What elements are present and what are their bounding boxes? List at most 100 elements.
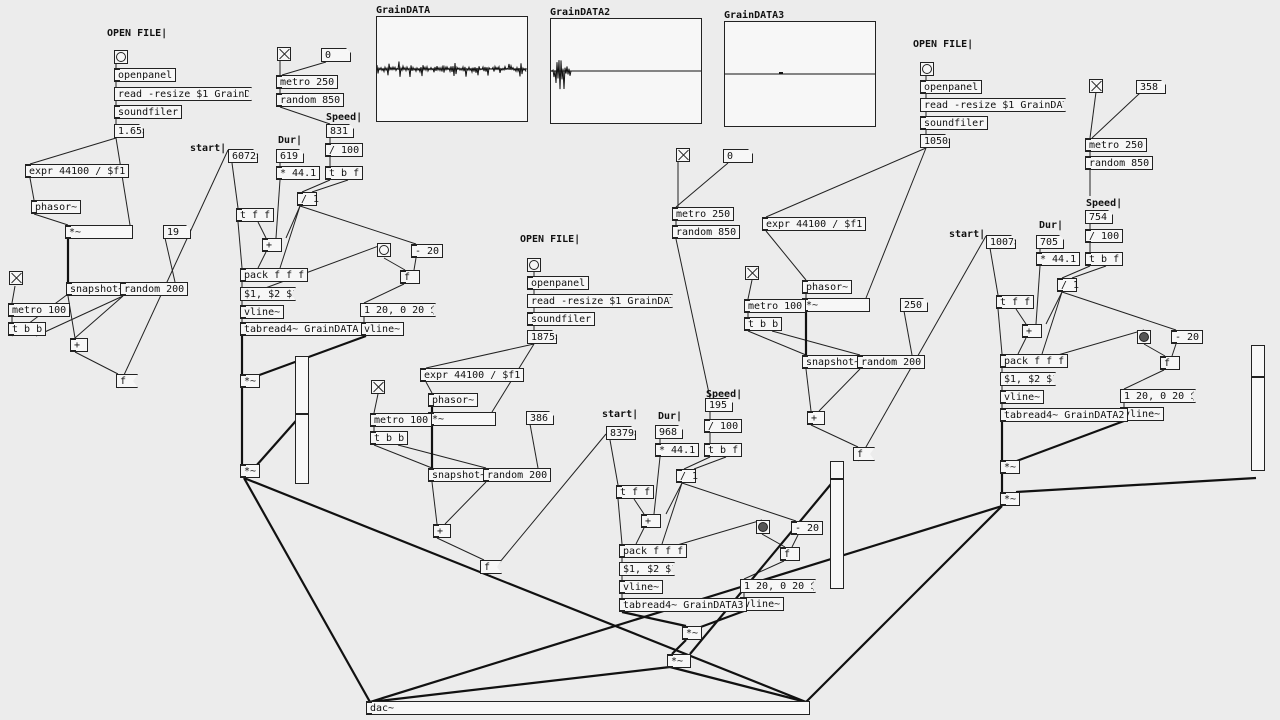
open-file-bang[interactable] [527, 258, 541, 272]
number-box[interactable]: 358 [1136, 80, 1166, 94]
random-object[interactable]: random 850 [672, 225, 741, 239]
bang[interactable] [1137, 330, 1151, 344]
number-box[interactable]: 1.65> [114, 124, 144, 138]
number-box[interactable]: 754 [1085, 210, 1113, 224]
expr-object[interactable]: expr 44100 / $f1 [762, 217, 867, 231]
read-message[interactable]: read -resize $1 GrainDATA( [114, 87, 252, 101]
expr-object[interactable]: expr 44100 / $f1 [25, 164, 130, 178]
envelope-message[interactable]: 1 20, 0 20 $1( [1120, 389, 1196, 403]
snapshot-object[interactable]: snapshot~ [428, 468, 491, 482]
number-box[interactable]: 831 [326, 124, 354, 138]
number-box[interactable]: 0 [321, 48, 351, 62]
plus-object[interactable]: + [641, 514, 661, 528]
pack-object[interactable]: pack f f f [240, 268, 309, 282]
trigger-object[interactable]: t b f [325, 166, 364, 180]
minus-object[interactable]: - 20 [411, 244, 444, 258]
vline-object[interactable]: vline~ [240, 305, 285, 319]
openpanel-object[interactable]: openpanel [527, 276, 590, 290]
number-box[interactable]: 195 [705, 398, 733, 412]
bang[interactable] [756, 520, 770, 534]
number-box[interactable]: 19 [163, 225, 191, 239]
phasor-object[interactable]: phasor~ [802, 280, 853, 294]
multiply-object[interactable]: * 44.1 [276, 166, 321, 180]
number-box[interactable]: 705 [1036, 235, 1064, 249]
volume-slider[interactable] [1251, 345, 1265, 471]
expr-object[interactable]: expr 44100 / $f1 [420, 368, 525, 382]
vline-message[interactable]: $1, $2 $3( [619, 562, 675, 576]
metro-object[interactable]: metro 100 [744, 299, 807, 313]
toggle[interactable] [371, 380, 385, 394]
phasor-object[interactable]: phasor~ [428, 393, 479, 407]
minus-object[interactable]: - 20 [791, 521, 824, 535]
snapshot-object[interactable]: snapshot~ [66, 282, 129, 296]
trigger-object[interactable]: t b f [1085, 252, 1124, 266]
multiply-signal-object[interactable]: *~ [65, 225, 133, 239]
toggle[interactable] [1089, 79, 1103, 93]
multiply-object[interactable]: * 44.1 [655, 443, 700, 457]
float-object[interactable]: f [780, 547, 800, 561]
number-box[interactable]: 619 [276, 149, 304, 163]
open-file-bang[interactable] [920, 62, 934, 76]
multiply-object[interactable]: * 44.1 [1036, 252, 1081, 266]
toggle[interactable] [277, 47, 291, 61]
multiply-signal-object[interactable]: *~ [1000, 492, 1020, 506]
plus-object[interactable]: + [433, 524, 451, 538]
dollar-message[interactable]: f [116, 374, 138, 388]
float-object[interactable]: f [400, 270, 420, 284]
trigger-object[interactable]: t f f [616, 485, 655, 499]
tabread-object[interactable]: tabread4~ GrainDATA [240, 322, 363, 336]
metro-object[interactable]: metro 100 [8, 303, 71, 317]
multiply-signal-object[interactable]: *~ [240, 374, 260, 388]
open-file-bang[interactable] [114, 50, 128, 64]
divide-object[interactable]: / 100 [1085, 229, 1124, 243]
trigger-object[interactable]: t b f [704, 443, 743, 457]
pack-object[interactable]: pack f f f [1000, 354, 1069, 368]
multiply-signal-object[interactable]: *~ [428, 412, 496, 426]
soundfiler-object[interactable]: soundfiler [920, 116, 989, 130]
number-box[interactable]: 8379> [606, 426, 636, 440]
random-object[interactable]: random 850 [276, 93, 345, 107]
number-box[interactable]: 1050> [920, 134, 950, 148]
plus-object[interactable]: + [1022, 324, 1042, 338]
dac-object[interactable]: dac~ [366, 701, 810, 715]
array-graindata[interactable] [376, 16, 528, 122]
metro-object[interactable]: metro 250 [276, 75, 339, 89]
multiply-signal-object[interactable]: *~ [802, 298, 870, 312]
divide-object[interactable]: / 1 [676, 469, 698, 483]
read-message[interactable]: read -resize $1 GrainDATA3( [527, 294, 673, 308]
tabread-object[interactable]: tabread4~ GrainDATA2 [1000, 408, 1129, 422]
toggle[interactable] [9, 271, 23, 285]
read-message[interactable]: read -resize $1 GrainDATA2( [920, 98, 1066, 112]
random-object[interactable]: random 200 [120, 282, 189, 296]
plus-object[interactable]: + [807, 411, 825, 425]
minus-object[interactable]: - 20 [1171, 330, 1204, 344]
metro-object[interactable]: metro 250 [672, 207, 735, 221]
number-box[interactable]: 6072> [228, 149, 258, 163]
divide-object[interactable]: / 100 [704, 419, 743, 433]
envelope-message[interactable]: 1 20, 0 20 $1( [360, 303, 436, 317]
vline-object[interactable]: vline~ [360, 322, 405, 336]
volume-slider[interactable] [830, 461, 844, 589]
array-graindata3[interactable] [724, 21, 876, 127]
divide-object[interactable]: / 1 [1057, 278, 1079, 292]
vline-message[interactable]: $1, $2 $3( [240, 287, 296, 301]
divide-object[interactable]: / 1 [297, 192, 319, 206]
float-object[interactable]: f [1160, 356, 1180, 370]
toggle[interactable] [676, 148, 690, 162]
snapshot-object[interactable]: snapshot~ [802, 355, 865, 369]
multiply-signal-object[interactable]: *~ [667, 654, 691, 668]
pack-object[interactable]: pack f f f [619, 544, 688, 558]
multiply-signal-object[interactable]: *~ [682, 626, 702, 640]
envelope-message[interactable]: 1 20, 0 20 $1( [740, 579, 816, 593]
random-object[interactable]: random 200 [857, 355, 926, 369]
number-box[interactable]: 1875> [527, 330, 557, 344]
volume-slider[interactable] [295, 356, 309, 484]
vline-message[interactable]: $1, $2 $3( [1000, 372, 1056, 386]
multiply-signal-object[interactable]: *~ [240, 464, 260, 478]
random-object[interactable]: random 850 [1085, 156, 1154, 170]
dollar-message[interactable]: f [480, 560, 502, 574]
toggle[interactable] [745, 266, 759, 280]
soundfiler-object[interactable]: soundfiler [114, 105, 183, 119]
multiply-signal-object[interactable]: *~ [1000, 460, 1020, 474]
dollar-message[interactable]: f [853, 447, 875, 461]
